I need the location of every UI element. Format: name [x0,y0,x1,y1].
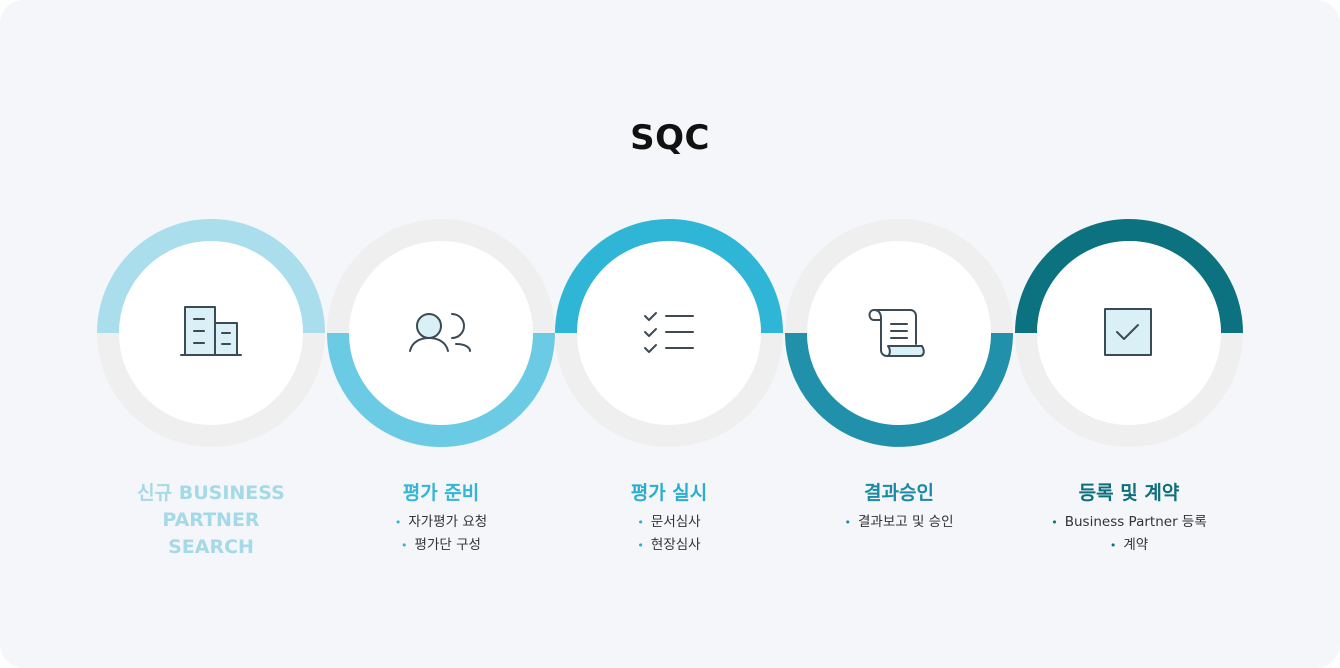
step-5-text: 등록 및 계약 Business Partner 등록계약 [1009,480,1249,557]
step-5-title: 등록 및 계약 [1078,482,1180,504]
bullet-item: 결과보고 및 승인 [779,511,1019,534]
document-scroll-icon [868,309,925,357]
step-2-arc [327,332,555,447]
step-1-title: 신규 BUSINESS PARTNER SEARCH [137,482,285,558]
step-2-text: 평가 준비자가평가 요청평가단 구성 [321,480,561,557]
step-3-text: 평가 실시문서심사현장심사 [549,480,789,557]
step-2-title: 평가 준비 [402,482,480,504]
step-4-title: 결과승인 [864,482,934,504]
step-3-arc [555,219,783,334]
bullet-item: 문서심사 [549,511,789,534]
bullet-item: 현장심사 [549,534,789,557]
step-3-bullets: 문서심사현장심사 [549,511,789,557]
bullet-item: 평가단 구성 [321,534,561,557]
users-icon [409,313,471,352]
step-3-title: 평가 실시 [630,482,708,504]
step-4-bullets: 결과보고 및 승인 [779,511,1019,534]
bullet-item: 자가평가 요청 [321,511,561,534]
step-2-circle [349,241,533,425]
checklist-icon [644,312,694,353]
step-5-arc [1015,219,1243,334]
bullet-item: Business Partner 등록 [1009,511,1249,534]
diagram-title: SQC [630,118,710,158]
step-5-bullets: Business Partner 등록계약 [1009,511,1249,557]
step-2-bullets: 자가평가 요청평가단 구성 [321,511,561,557]
step-rings [97,219,1243,447]
building-icon [180,306,242,356]
checkbox-icon [1104,308,1152,356]
step-1-arc [97,219,325,334]
bullet-item: 계약 [1009,534,1249,557]
step-1-text: 신규 BUSINESS PARTNER SEARCH [91,480,331,561]
step-4-arc [785,332,1013,447]
step-4-text: 결과승인결과보고 및 승인 [779,480,1019,534]
step-4-circle [807,241,991,425]
